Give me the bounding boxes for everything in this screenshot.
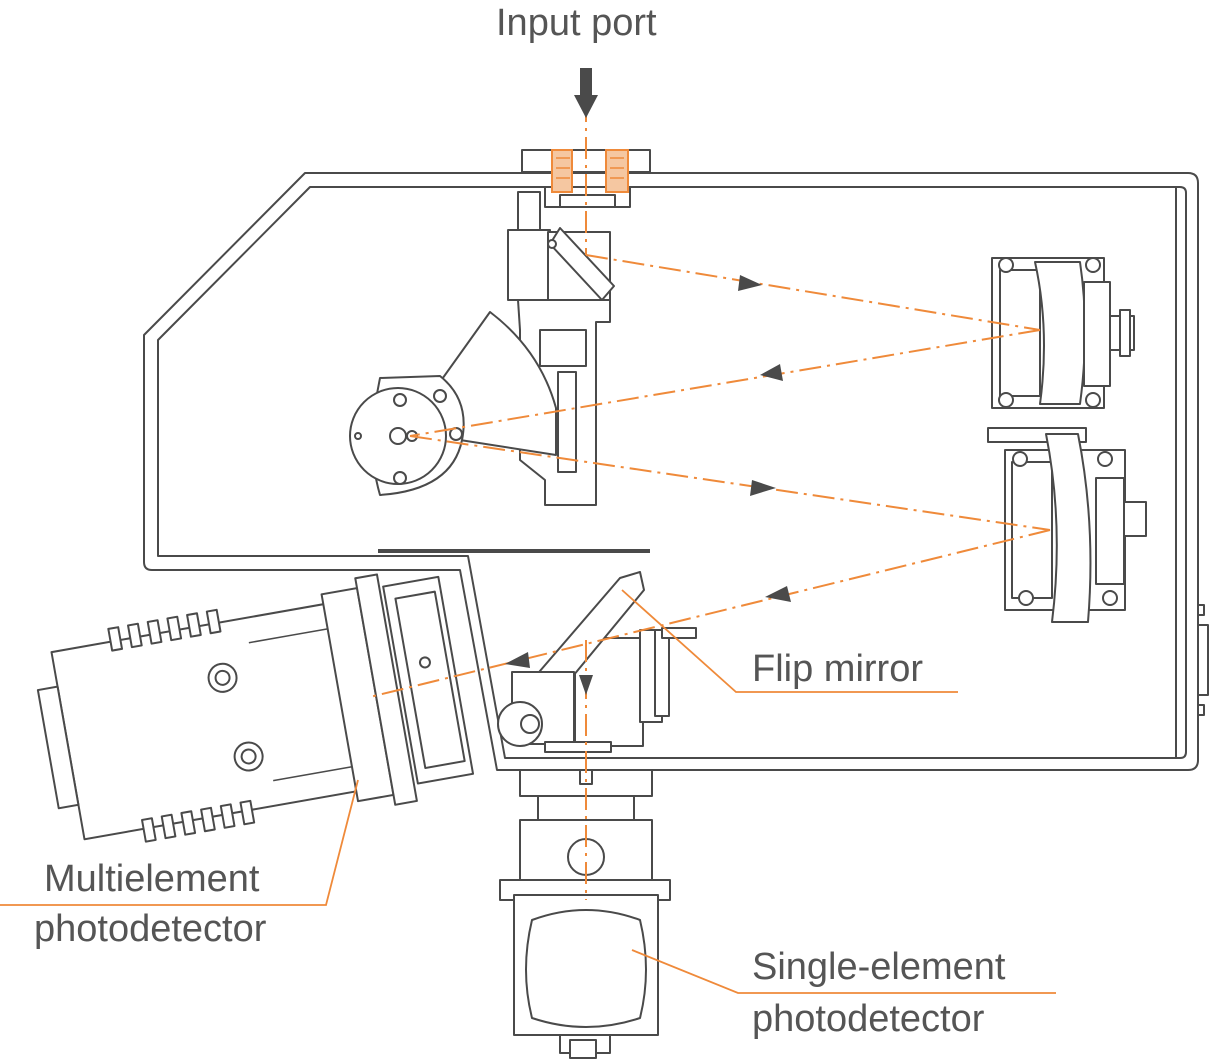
input-port-flange: [521, 149, 651, 208]
arrow-icon: [738, 275, 762, 291]
entrance-mirror-mount: [507, 191, 615, 506]
multielement-label-line2: photodetector: [34, 908, 267, 950]
multielement-label-line1: Multielement: [44, 858, 260, 900]
multielement-detector-body: [36, 573, 475, 843]
arrow-icon: [579, 675, 593, 695]
flip-mirror-label: Flip mirror: [752, 648, 923, 690]
arrow-icon: [765, 586, 791, 602]
beam-arrows: [505, 68, 791, 695]
optical-path: [369, 100, 1051, 900]
arrow-icon: [750, 480, 776, 496]
grating-turret: [349, 311, 557, 496]
leader-lines: [0, 589, 1056, 994]
single-element-label-line1: Single-element: [752, 946, 1006, 988]
input-port-label: Input port: [496, 2, 657, 44]
housing: [143, 172, 1209, 771]
arrow-icon: [505, 652, 530, 668]
single-element-detector-body: [499, 769, 671, 1059]
single-element-label-line2: photodetector: [752, 998, 985, 1040]
collimating-mirror: [991, 257, 1135, 409]
arrow-icon: [760, 364, 783, 381]
input-arrow-icon: [574, 68, 598, 118]
